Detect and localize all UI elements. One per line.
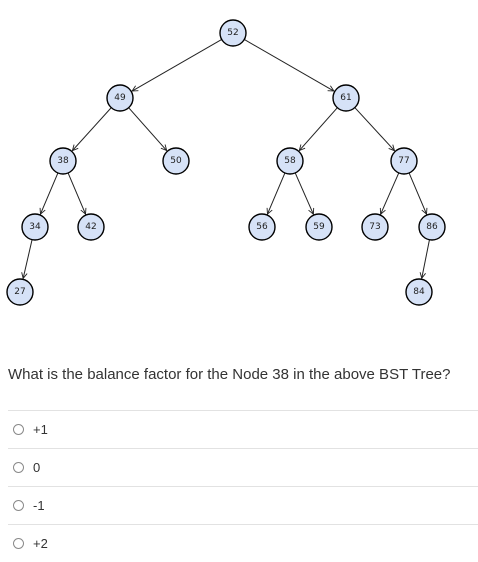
tree-node-label: 52 — [227, 28, 238, 38]
tree-node-label: 42 — [85, 222, 96, 232]
tree-edge-arrow — [40, 172, 59, 214]
option-label: -1 — [33, 498, 45, 513]
option-plus-one[interactable]: +1 — [8, 410, 478, 448]
tree-edge-arrow — [354, 107, 395, 151]
radio-button-icon[interactable] — [13, 538, 24, 549]
tree-node-27: 27 — [6, 278, 34, 306]
tree-node-label: 73 — [369, 222, 380, 232]
tree-node-77: 77 — [390, 147, 418, 175]
tree-edge-arrow — [294, 172, 313, 214]
tree-edge-arrow — [408, 172, 426, 214]
tree-node-circle — [77, 213, 105, 241]
tree-node-circle — [332, 84, 360, 112]
tree-node-label: 77 — [398, 156, 409, 166]
radio-button-icon[interactable] — [13, 424, 24, 435]
option-label: 0 — [33, 460, 41, 475]
tree-edge-arrow — [381, 172, 400, 214]
tree-edge-arrow — [128, 107, 167, 151]
tree-node-circle — [21, 213, 49, 241]
tree-node-label: 56 — [256, 222, 268, 232]
radio-button-icon[interactable] — [13, 500, 24, 511]
tree-node-circle — [6, 278, 34, 306]
tree-node-59: 59 — [305, 213, 333, 241]
tree-edge-arrow — [23, 239, 33, 279]
tree-node-label: 84 — [413, 287, 425, 297]
tree-edge-arrow — [72, 107, 112, 151]
tree-node-label: 61 — [340, 93, 351, 103]
tree-node-61: 61 — [332, 84, 360, 112]
tree-node-circle — [418, 213, 446, 241]
option-zero[interactable]: 0 — [8, 448, 478, 486]
tree-edge-arrow — [267, 172, 286, 214]
tree-node-56: 56 — [248, 213, 276, 241]
tree-node-circle — [219, 19, 247, 47]
tree-node-38: 38 — [49, 147, 77, 175]
tree-node-49: 49 — [106, 84, 134, 112]
option-plus-two[interactable]: +2 — [8, 524, 478, 562]
tree-edge-arrow — [299, 107, 338, 151]
tree-node-52: 52 — [219, 19, 247, 47]
tree-node-label: 50 — [170, 156, 182, 166]
tree-edge-arrow — [244, 39, 334, 91]
tree-edges — [23, 39, 430, 279]
question-text: What is the balance factor for the Node … — [8, 366, 451, 383]
option-label: +1 — [33, 422, 48, 437]
tree-edge-arrow — [132, 39, 222, 91]
tree-node-circle — [361, 213, 389, 241]
tree-node-circle — [405, 278, 433, 306]
tree-node-circle — [276, 147, 304, 175]
tree-node-circle — [162, 147, 190, 175]
bst-tree-diagram: 52 49 61 38 50 58 77 34 42 56 59 73 86 27 84 — [6, 19, 446, 306]
tree-node-42: 42 — [77, 213, 105, 241]
tree-node-circle — [106, 84, 134, 112]
tree-node-label: 58 — [284, 156, 296, 166]
tree-node-label: 59 — [313, 222, 325, 232]
tree-node-label: 34 — [29, 222, 41, 232]
option-label: +2 — [33, 536, 48, 551]
radio-button-icon[interactable] — [13, 462, 24, 473]
tree-nodes: 52 49 61 38 50 58 77 34 42 56 59 73 86 27 84 — [6, 19, 446, 306]
tree-node-label: 49 — [114, 93, 126, 103]
tree-node-86: 86 — [418, 213, 446, 241]
tree-node-84: 84 — [405, 278, 433, 306]
option-minus-one[interactable]: -1 — [8, 486, 478, 524]
tree-node-50: 50 — [162, 147, 190, 175]
tree-node-label: 38 — [57, 156, 69, 166]
tree-node-circle — [49, 147, 77, 175]
tree-edge-arrow — [67, 172, 85, 214]
tree-edge-arrow — [422, 239, 430, 279]
tree-node-58: 58 — [276, 147, 304, 175]
tree-node-label: 27 — [14, 287, 25, 297]
tree-node-circle — [248, 213, 276, 241]
tree-node-circle — [390, 147, 418, 175]
tree-node-73: 73 — [361, 213, 389, 241]
tree-node-label: 86 — [426, 222, 438, 232]
tree-node-34: 34 — [21, 213, 49, 241]
tree-node-circle — [305, 213, 333, 241]
